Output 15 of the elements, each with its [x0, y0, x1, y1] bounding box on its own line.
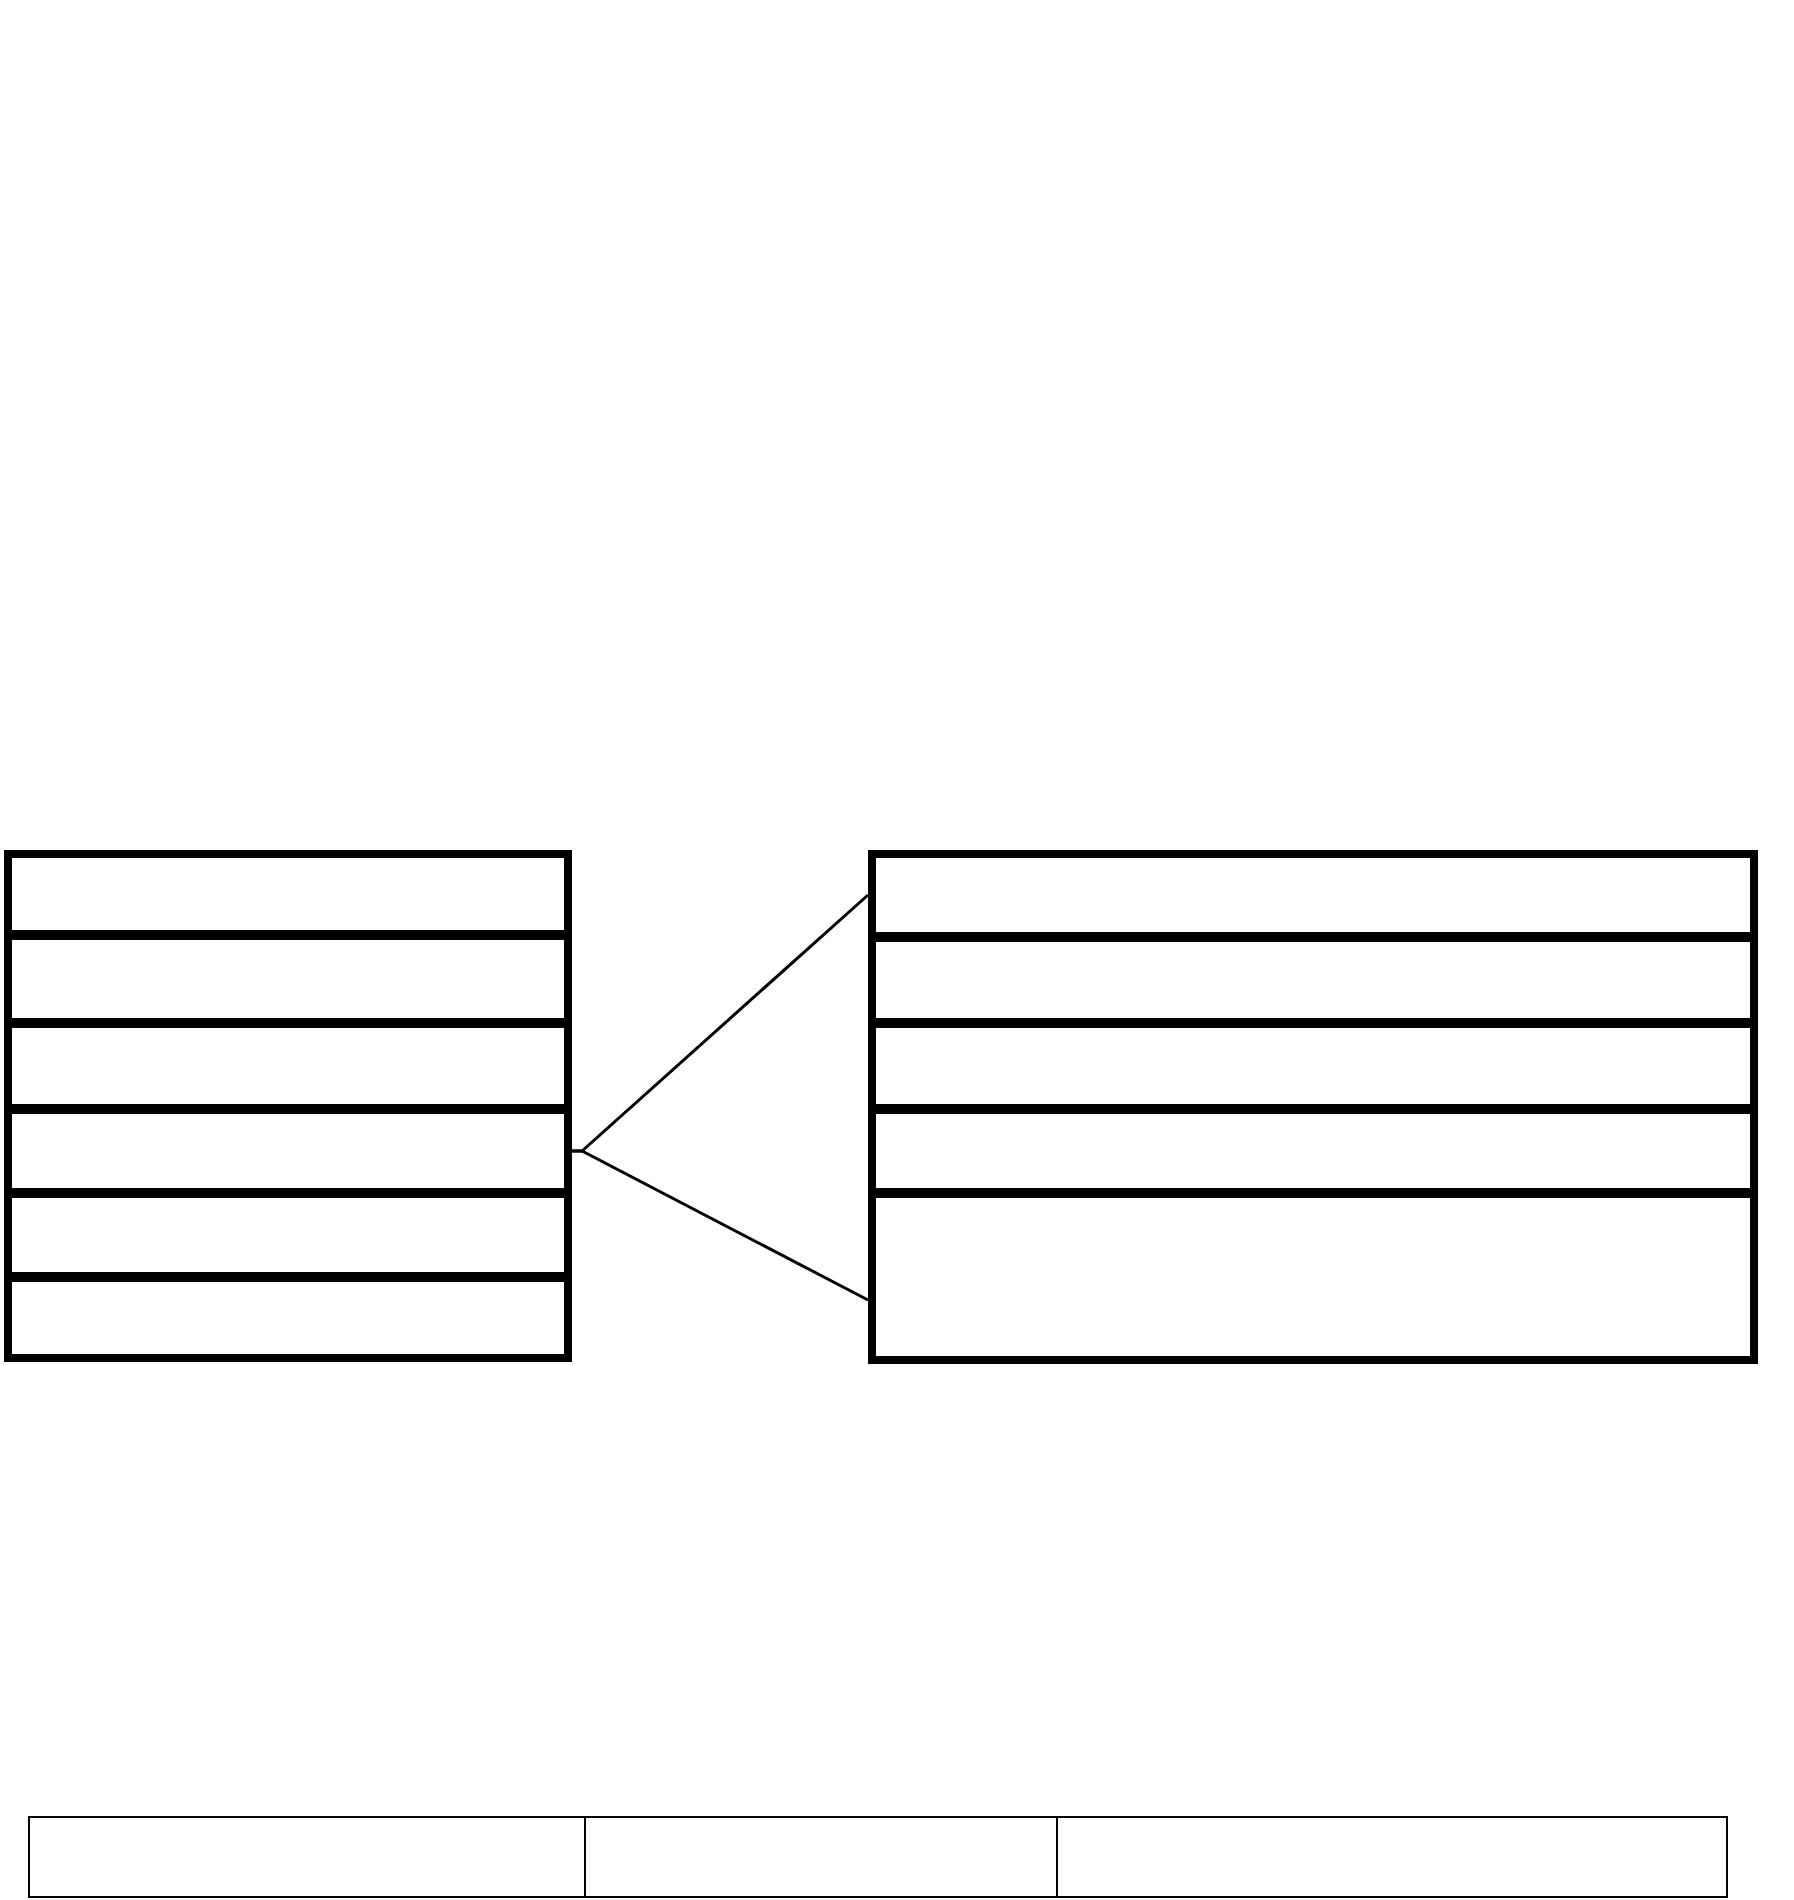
table-cell: [1056, 1816, 1728, 1898]
table-cell: [28, 1816, 586, 1898]
table-cell: [584, 1816, 1058, 1898]
connector-line: [572, 1149, 869, 1302]
table-row: [4, 1274, 572, 1362]
table-row: [4, 932, 572, 1026]
table-row: [4, 1190, 572, 1280]
table-row: [4, 850, 572, 938]
table-row: [868, 1190, 1758, 1364]
table-row: [4, 1020, 572, 1112]
table-row: [4, 1106, 572, 1196]
table-row: [868, 934, 1758, 1026]
table-row: [868, 850, 1758, 940]
table-row: [868, 1020, 1758, 1112]
table-row: [868, 1106, 1758, 1196]
